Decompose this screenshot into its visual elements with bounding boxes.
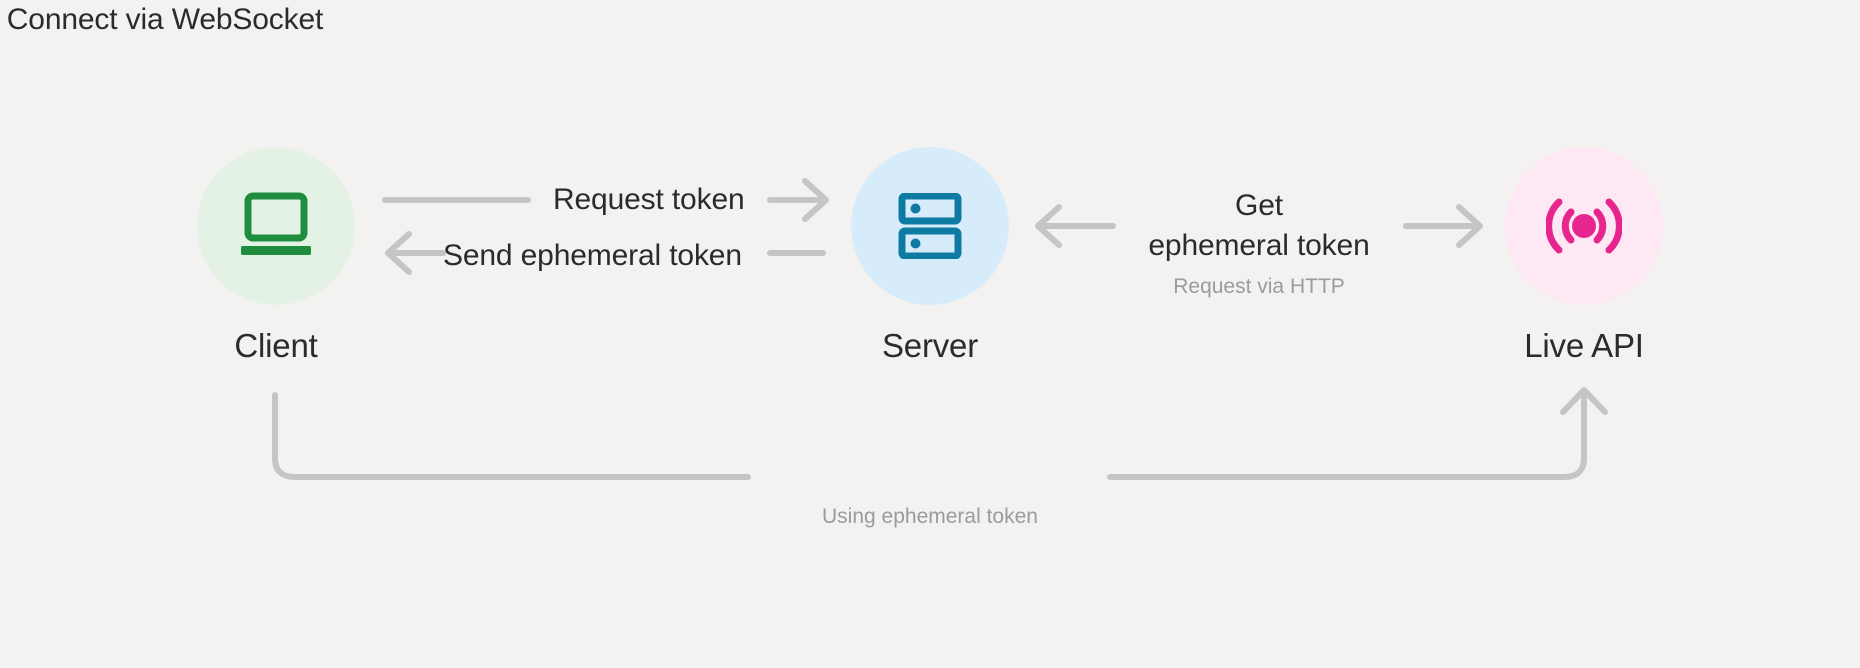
- node-client-label: Client: [234, 327, 318, 364]
- liveapi-circle: [1505, 147, 1663, 305]
- node-server-label: Server: [882, 327, 978, 364]
- laptop-icon: [241, 192, 311, 255]
- node-liveapi[interactable]: Live API: [1504, 147, 1664, 365]
- broadcast-icon: [1546, 198, 1622, 254]
- server-icon: [898, 193, 962, 259]
- get-token-line-1: Get: [1235, 189, 1283, 222]
- get-token-line-2: ephemeral token: [1148, 229, 1370, 262]
- edge-label-request-token: Request token: [553, 183, 745, 216]
- send-token-arrowhead: [385, 231, 412, 275]
- server-circle: [851, 147, 1009, 305]
- edge-label-send-ephemeral-token: Send ephemeral token: [443, 239, 742, 272]
- edge-label-connect-via-websocket: Connect via WebSocket: [6, 3, 324, 36]
- edge-sublabel-request-via-http: Request via HTTP: [1173, 275, 1345, 298]
- node-server[interactable]: Server: [850, 147, 1010, 365]
- client-circle: [197, 147, 355, 305]
- request-token-arrowhead: [802, 178, 829, 222]
- edge-sublabel-using-ephemeral-token: Using ephemeral token: [822, 505, 1038, 528]
- edge-label-get-ephemeral-token: Get ephemeral token: [1114, 186, 1404, 266]
- node-liveapi-label: Live API: [1524, 327, 1644, 364]
- websocket-path-right: [1107, 389, 1587, 480]
- get-token-right-arrowhead: [1456, 204, 1483, 248]
- websocket-path-left: [272, 392, 751, 480]
- node-client[interactable]: Client: [196, 147, 356, 365]
- websocket-arrowhead: [1560, 387, 1608, 415]
- get-token-left-arrowhead: [1035, 204, 1062, 248]
